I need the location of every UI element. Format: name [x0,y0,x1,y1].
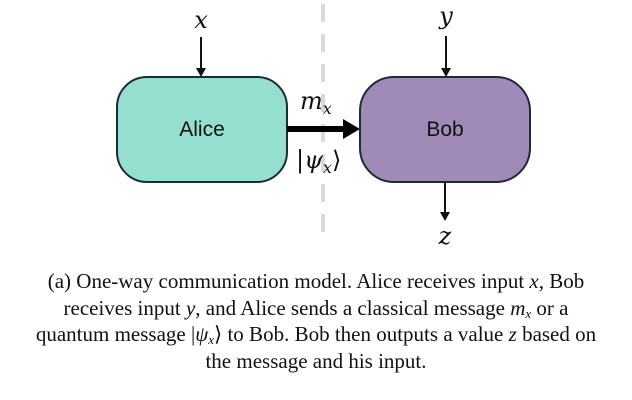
output-z-label: z [438,222,452,250]
bob-label: Bob [426,118,463,141]
caption-var-x: x [529,269,539,293]
caption-var-m: m [510,295,526,320]
caption-var-z: z [508,322,517,346]
caption-text: (a) One-way communication model. Alice r… [47,269,530,293]
quantum-message-label: |ψx⟩ [296,146,341,177]
output-z-arrowhead [440,212,450,221]
caption-var-psi-subscript: x [208,332,215,347]
input-y-label: y [438,2,453,30]
classical-message-subscript: x [323,99,332,118]
alice-label: Alice [179,118,225,141]
classical-message-base: m [300,87,323,115]
input-x-label: x [194,6,208,34]
message-arrowhead [343,119,360,139]
caption-text: ⟩ to Bob. Bob then outputs a value [214,322,509,346]
caption-text: based on the message and his input. [205,322,597,373]
caption-var-m-subscript: x [525,305,532,321]
caption-text: , Bob receives input [63,269,585,320]
caption-var-y: y [185,295,196,320]
figure-caption: (a) One-way communication model. Alice r… [30,268,602,374]
caption-text: , and Alice sends a classical message [195,295,511,320]
communication-diagram: x Alice mx |ψx⟩ y Bob z [116,2,531,250]
caption-var-psi: ψ [195,322,209,346]
input-y-arrowhead [441,68,451,77]
quantum-message-subscript: x [323,158,332,177]
classical-message-label: mx [300,87,332,118]
caption-text: or a quantum message | [35,295,569,347]
quantum-message-close: ⟩ [332,146,341,174]
input-x-arrowhead [196,68,206,77]
quantum-message-open: |ψ [296,146,324,175]
